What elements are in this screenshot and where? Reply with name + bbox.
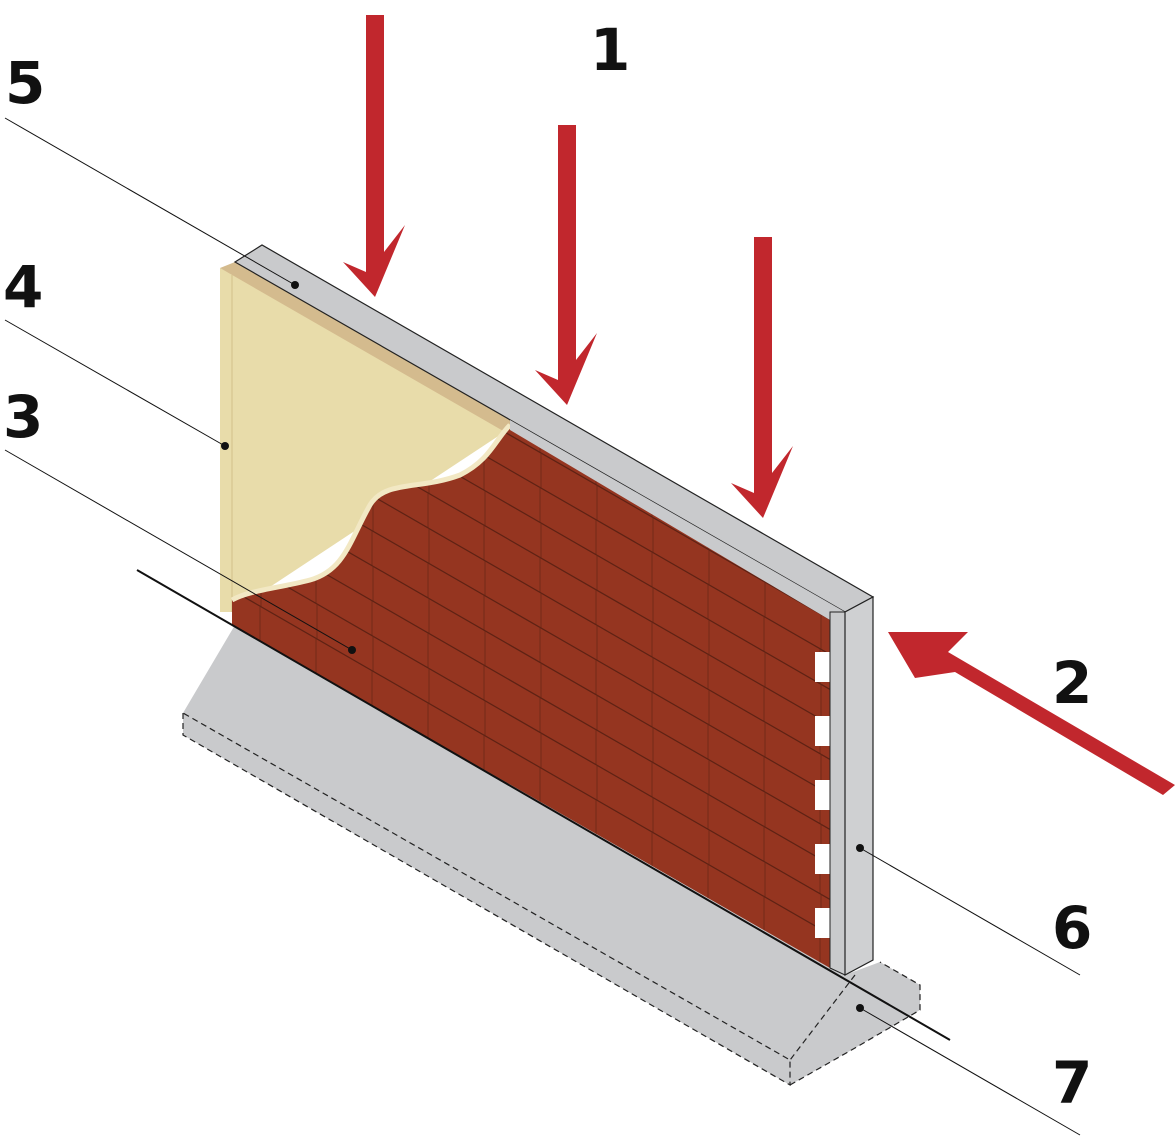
label-2: 2 — [1052, 649, 1092, 717]
label-1: 1 — [590, 16, 630, 84]
brick-notch — [815, 716, 830, 746]
label-5: 5 — [5, 49, 45, 117]
cap-front-face — [510, 420, 845, 620]
foundation — [183, 625, 920, 1085]
mortar-bed-joint — [422, 425, 830, 656]
foundation-hidden-edge-right — [789, 961, 921, 1086]
mortar-bed-joint — [232, 904, 342, 968]
brick-end-notches — [815, 652, 830, 938]
label-7: 7 — [1052, 1049, 1092, 1117]
vertical-load-arrows — [343, 15, 793, 518]
plaster-top-edge — [220, 262, 512, 432]
mortar-bed-joint — [232, 554, 830, 901]
brick-notch — [815, 908, 830, 938]
brick-notch — [815, 780, 830, 810]
arrow-down-icon — [535, 125, 597, 405]
mortar-bed-joint — [232, 869, 403, 968]
ground-line — [136, 569, 951, 1041]
foundation-slope-edge — [789, 974, 856, 1061]
horizontal-load-arrow — [888, 632, 1175, 795]
brick-notch — [815, 652, 830, 682]
arrow-down-icon — [731, 237, 793, 518]
plaster-layer — [220, 268, 515, 612]
column-front — [829, 611, 846, 976]
mortar-bed-joint — [232, 589, 830, 936]
label-4: 4 — [3, 253, 43, 321]
arrow-down-icon — [343, 15, 405, 297]
label-3: 3 — [3, 383, 43, 451]
mortar-bed-joint — [232, 939, 281, 968]
mortar-bed-joint — [232, 519, 830, 866]
label-6: 6 — [1052, 894, 1092, 962]
leader-dots — [221, 281, 864, 1012]
column-side — [844, 595, 874, 977]
brick-notch — [815, 844, 830, 874]
mortar-bed-joint — [483, 425, 830, 621]
leader-lines — [4, 117, 1081, 1136]
plaster-torn-edge — [230, 423, 512, 603]
